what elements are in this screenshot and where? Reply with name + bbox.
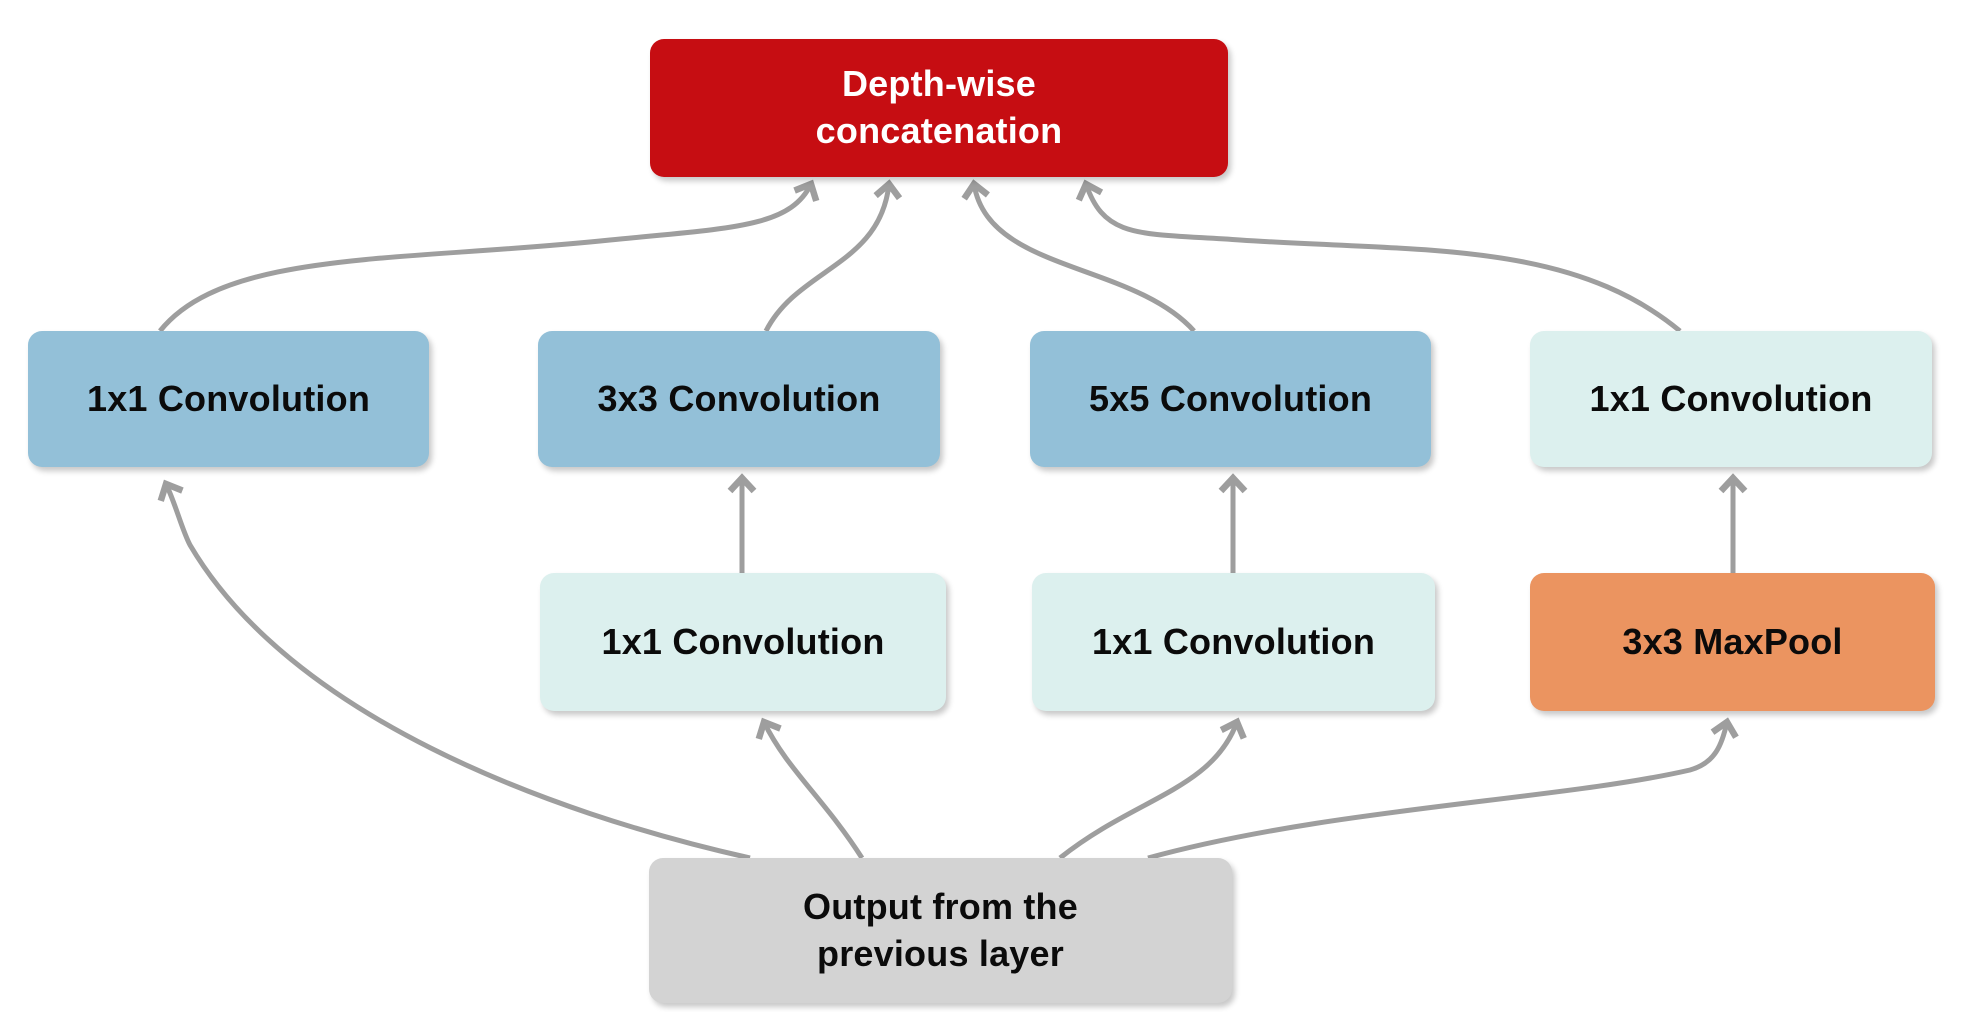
node-branch4-1x1-convolution: 1x1 Convolution — [1530, 331, 1932, 467]
node-label: 3x3 Convolution — [597, 377, 881, 419]
node-branch1-1x1-convolution: 1x1 Convolution — [28, 331, 429, 467]
node-output-previous-layer: Output from the previous layer — [649, 858, 1232, 1003]
node-label: Output from the previous layer — [803, 884, 1078, 978]
node-branch4-3x3-maxpool: 3x3 MaxPool — [1530, 573, 1935, 711]
node-branch2-1x1-convolution: 1x1 Convolution — [540, 573, 946, 711]
node-label-line1: Depth-wise — [841, 63, 1036, 105]
arrow-input-to-branch3 — [1058, 717, 1247, 860]
arrow-branch3-to-concat — [961, 179, 1196, 333]
arrow-input-to-branch2 — [755, 717, 865, 860]
node-label: 1x1 Convolution — [1589, 377, 1873, 419]
node-label: 1x1 Convolution — [1091, 620, 1376, 662]
node-label: Depth-wise concatenation — [816, 61, 1063, 155]
node-depthwise-concatenation: Depth-wise concatenation — [650, 39, 1228, 177]
arrow-branch1-to-concat — [158, 179, 820, 333]
node-label-line1: Output from the — [803, 885, 1078, 927]
node-label-line2: concatenation — [815, 110, 1063, 151]
arrow-input-to-branch1 — [157, 479, 751, 861]
node-label: 5x5 Convolution — [1088, 377, 1373, 419]
arrow-input-to-branch4 — [1147, 717, 1739, 861]
arrow-branch2-to-concat — [763, 179, 903, 333]
node-label: 1x1 Convolution — [601, 620, 885, 662]
node-label-line2: previous layer — [817, 932, 1064, 974]
node-label: 3x3 MaxPool — [1622, 620, 1843, 662]
node-branch3-1x1-convolution: 1x1 Convolution — [1032, 573, 1435, 711]
arrow-branch4-to-concat — [1075, 179, 1682, 333]
node-branch3-5x5-convolution: 5x5 Convolution — [1030, 331, 1431, 467]
node-branch2-3x3-convolution: 3x3 Convolution — [538, 331, 940, 467]
node-label: 1x1 Convolution — [86, 377, 371, 419]
